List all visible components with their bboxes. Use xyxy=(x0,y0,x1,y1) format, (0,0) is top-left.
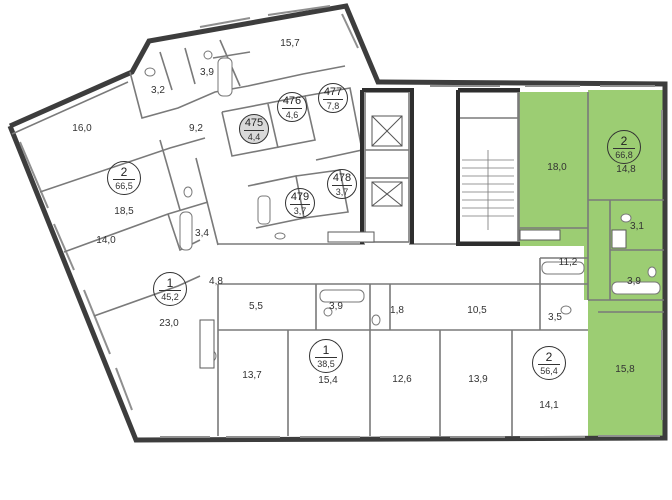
room-area-label: 16,0 xyxy=(72,123,92,134)
room-area-label: 18,5 xyxy=(114,206,134,217)
room-area-label: 13,7 xyxy=(242,370,262,381)
storage-area: 7,8 xyxy=(326,101,340,111)
apartment-area: 66,8 xyxy=(615,150,633,160)
room-area-label: 3,2 xyxy=(151,85,165,96)
room-area-label: 3,9 xyxy=(329,301,343,312)
apartment-area: 38,5 xyxy=(317,359,335,369)
room-area-label: 23,0 xyxy=(159,318,179,329)
apartment-room-count: 2 xyxy=(620,134,628,148)
room-area-label: 14,8 xyxy=(616,164,636,175)
room-area-label: 15,8 xyxy=(615,364,635,375)
room-area-label: 14,1 xyxy=(539,400,559,411)
apartment-area: 56,4 xyxy=(540,366,558,376)
room-area-label: 9,2 xyxy=(189,123,203,134)
highlighted-apartment[interactable] xyxy=(519,90,664,436)
storage-number: 475 xyxy=(244,117,264,129)
room-area-label: 5,5 xyxy=(249,301,263,312)
elevators xyxy=(371,115,403,207)
kitchen-counters xyxy=(199,229,627,369)
storage-number: 477 xyxy=(323,86,343,98)
room-area-label: 3,9 xyxy=(627,276,641,287)
room-area-label: 15,7 xyxy=(280,38,300,49)
apartment-area: 66,5 xyxy=(115,181,133,191)
room-area-label: 3,4 xyxy=(195,228,209,239)
apartment-area: 45,2 xyxy=(161,292,179,302)
storage-number: 476 xyxy=(282,95,302,107)
storage-area: 3,7 xyxy=(335,187,349,197)
room-area-label: 13,9 xyxy=(468,374,488,385)
room-area-label: 3,1 xyxy=(630,221,644,232)
storage-area: 3,7 xyxy=(293,206,307,216)
storage-area: 4,4 xyxy=(247,132,261,142)
room-area-label: 18,0 xyxy=(547,162,567,173)
windows xyxy=(19,5,663,438)
storage-area: 4,6 xyxy=(285,110,299,120)
room-area-label: 3,5 xyxy=(548,312,562,323)
stair xyxy=(462,150,514,230)
storage-number: 478 xyxy=(332,172,352,184)
storage-number: 479 xyxy=(290,191,310,203)
room-area-label: 3,9 xyxy=(200,67,214,78)
room-area-label: 11,2 xyxy=(558,257,578,268)
core-walls xyxy=(360,88,520,246)
apartment-room-count: 1 xyxy=(166,276,174,290)
room-area-label: 14,0 xyxy=(96,235,116,246)
apartment-room-count: 2 xyxy=(120,165,128,179)
exterior-walls xyxy=(7,3,668,443)
room-area-label: 10,5 xyxy=(467,305,487,316)
room-area-label: 1,8 xyxy=(390,305,404,316)
apartment-room-count: 2 xyxy=(545,350,553,364)
room-area-label: 4,8 xyxy=(209,276,223,287)
room-area-label: 15,4 xyxy=(318,375,338,386)
apartment-room-count: 1 xyxy=(322,343,330,357)
room-area-label: 12,6 xyxy=(392,374,412,385)
